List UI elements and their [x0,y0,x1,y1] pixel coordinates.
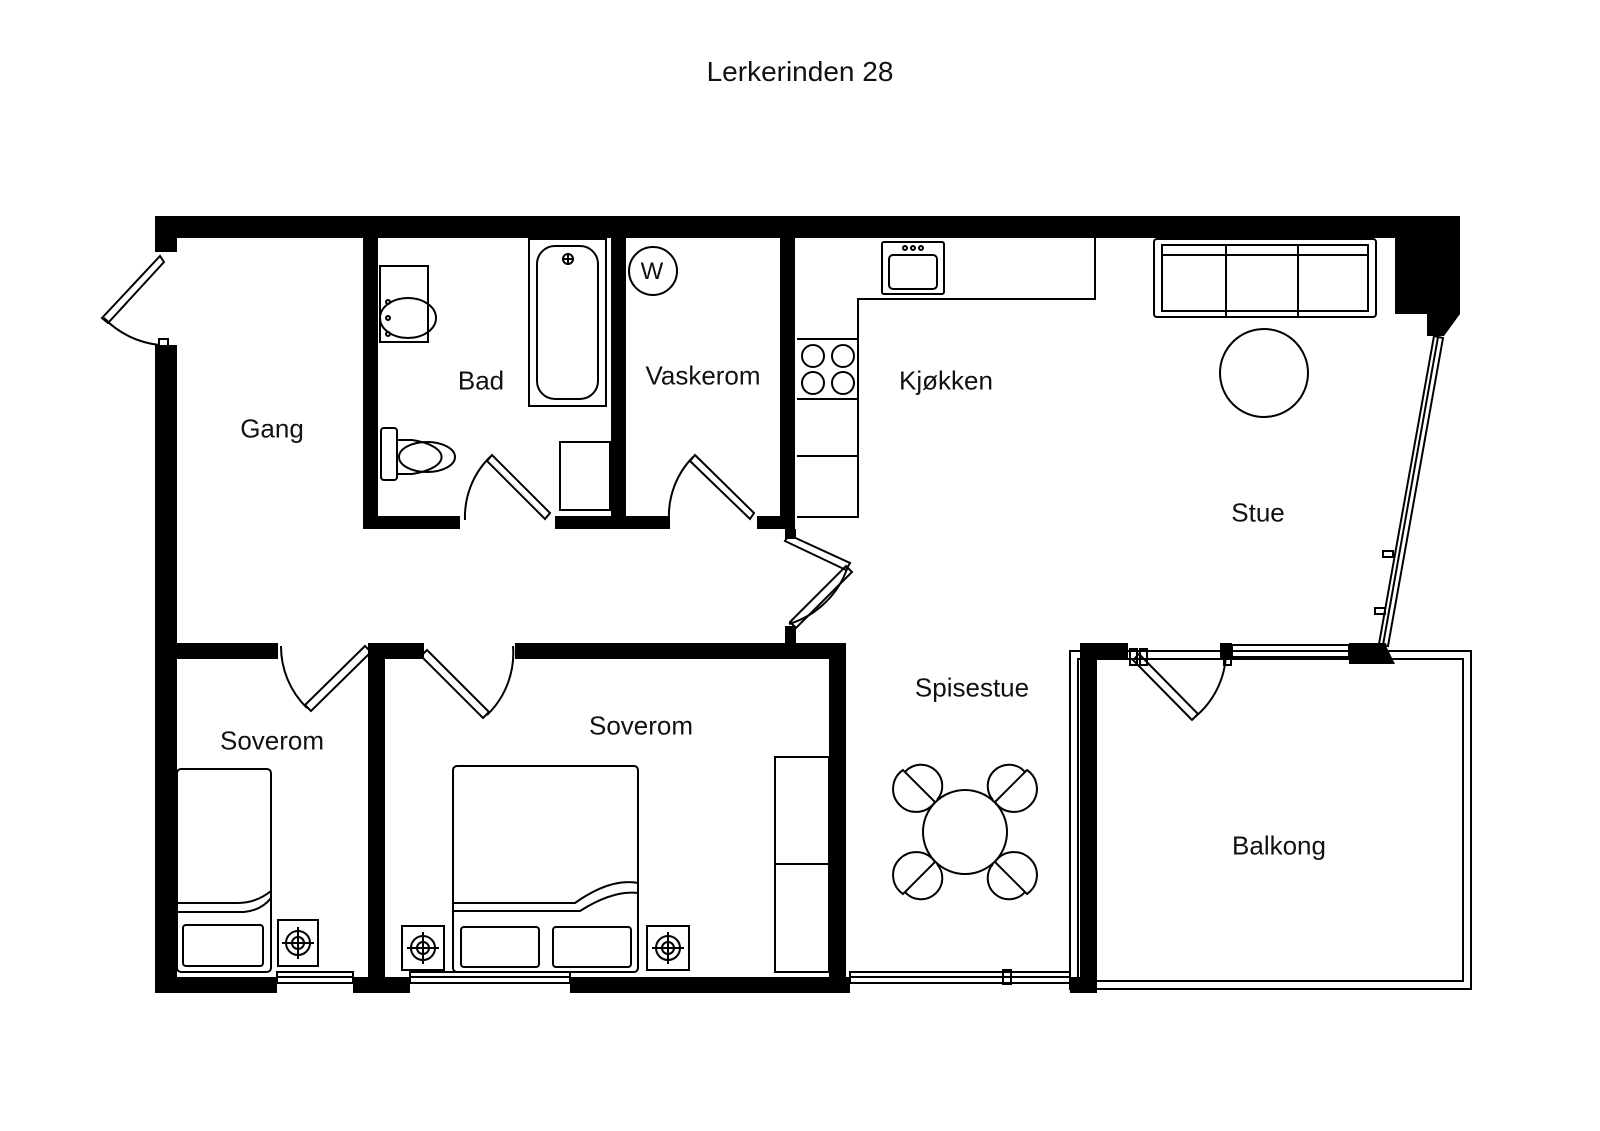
kitchen-sink [881,241,945,295]
bath-shelf [559,441,611,511]
room-label-vaskerom: Vaskerom [645,360,761,391]
washing-machine [628,246,678,296]
sofa [1153,238,1377,318]
room-label-soverom-large: Soverom [588,710,694,741]
double-bed [452,765,639,973]
room-label-bad: Bad [457,365,505,396]
dining-chair [892,763,1038,901]
bathtub [528,238,607,407]
single-bed [176,768,272,973]
room-label-gang: Gang [240,413,304,444]
washer-label: W [640,258,664,285]
wardrobe [774,756,830,973]
nightstand [277,919,690,971]
room-label-kjokken: Kjøkken [899,365,993,396]
plan-title: Lerkerinden 28 [706,56,894,87]
room-label-balkong: Balkong [1232,830,1326,861]
toilet [380,427,456,481]
dining-table [922,789,1008,875]
stove [801,344,855,395]
window-slanted [1374,334,1445,648]
window [276,644,1350,985]
room-label-spisestue: Spisestue [914,672,1030,703]
balcony-railing [1069,650,1472,990]
wall [155,216,1460,993]
room-label-soverom-small: Soverom [219,725,325,756]
coffee-table [1219,328,1309,418]
room-label-stue: Stue [1231,497,1285,528]
bathroom-sink [379,265,437,343]
